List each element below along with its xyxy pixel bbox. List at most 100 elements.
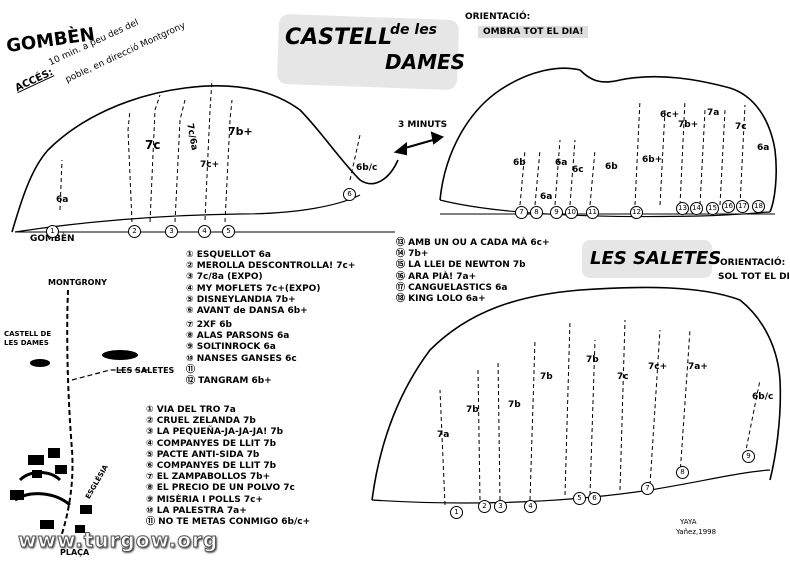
- castell-num-16: 16: [722, 200, 735, 213]
- gomben-grade-5: 7c+: [200, 160, 220, 170]
- gomben-routes: [59, 79, 361, 223]
- castell-grade-10: 7c: [735, 122, 747, 132]
- castell-grade-1: 6b: [513, 158, 526, 168]
- castell-crag: [439, 67, 777, 218]
- list-item: ⑩ LA PALESTRA 7a+: [146, 505, 247, 516]
- castell-grade-7: 6b+: [642, 155, 663, 165]
- map-label-placa: PLAÇA: [60, 548, 90, 557]
- saletes-num-1: 1: [450, 506, 463, 519]
- access-map: [14, 289, 150, 541]
- list-item: ① ESQUELLOT 6a: [186, 250, 271, 260]
- castell-num-7: 7: [515, 206, 528, 219]
- walk-arrow: [393, 131, 445, 156]
- castell-num-13: 13: [676, 202, 689, 215]
- castell-grade-9: 7a: [707, 108, 720, 118]
- castell-grade-11: 6a: [757, 143, 770, 153]
- gomben-num-5: 5: [222, 225, 235, 238]
- castell-num-11: 11: [586, 206, 599, 219]
- castell-grade-6: 6c+: [660, 110, 680, 120]
- gomben-grade-2: 7c: [145, 138, 161, 152]
- castell-orientation-label: ORIENTACIÓ:: [465, 12, 531, 22]
- saletes-num-8: 8: [676, 466, 689, 479]
- castell-num-10: 10: [565, 206, 578, 219]
- castell-route-list-a: ⑦ 2XF 6b ⑧ ALAS PARSONS 6a ⑨ SOLTINROCK …: [186, 320, 297, 387]
- saletes-grade-1: 7a: [437, 430, 450, 440]
- saletes-num-7: 7: [641, 482, 654, 495]
- gomben-village-label: GOMBÈN: [30, 234, 75, 244]
- map-label-saletes: LES SALETES: [116, 366, 175, 375]
- watermark: www.turgow.org: [17, 528, 219, 553]
- list-item: ⑬ AMB UN OU A CADA MÀ 6c+: [396, 238, 550, 248]
- saletes-credit-2: Yañez,1998: [676, 528, 717, 536]
- list-item: ⑪: [186, 364, 196, 375]
- list-item: ⑨ SOLTINROCK 6a: [186, 342, 276, 353]
- saletes-routes: [439, 319, 761, 506]
- castell-grade-4: 6c: [572, 165, 584, 175]
- castell-num-15: 15: [706, 202, 719, 215]
- castell-title-3: DAMES: [385, 50, 466, 74]
- castell-grade-8: 7b+: [678, 120, 699, 130]
- castell-num-9: 9: [550, 206, 563, 219]
- list-item: ⑨ MISÈRIA I POLLS 7c+: [146, 494, 264, 505]
- list-item: ⑩ NANSES GANSES 6c: [186, 353, 297, 364]
- list-item: ⑮ LA LLEI DE NEWTON 7b: [396, 260, 526, 271]
- saletes-grade-7: 7b: [586, 355, 599, 365]
- saletes-grade-5: 7c: [617, 372, 629, 382]
- castell-orientation-value: OMBRA TOT EL DIA!: [478, 26, 589, 38]
- list-item: ③ 7c/8a (EXPO): [186, 272, 263, 283]
- list-item: ⑧ EL PRECIO DE UN POLVO 7c: [146, 483, 295, 494]
- saletes-title: LES SALETES: [590, 248, 722, 269]
- saletes-crag: [371, 286, 782, 504]
- gomben-num-1: 1: [46, 225, 59, 238]
- gomben-num-6: 6: [343, 188, 356, 201]
- saletes-grade-9: 6b/c: [752, 392, 774, 402]
- list-item: ⑫ TANGRAM 6b+: [186, 376, 272, 387]
- saletes-route-list: ① VIA DEL TRO 7a ② CRUEL ZELANDA 7b ③ LA…: [146, 405, 310, 528]
- list-item: ⑧ ALAS PARSONS 6a: [186, 331, 290, 342]
- saletes-orientation-label: ORIENTACIÓ:: [720, 258, 786, 268]
- list-item: ⑯ ARA PIÀ! 7a+: [396, 271, 477, 282]
- gomben-grade-4: 7b+: [228, 125, 253, 138]
- list-item: ③ LA PEQUEÑA-JA-JA-JA! 7b: [146, 427, 284, 438]
- castell-num-14: 14: [690, 202, 703, 215]
- gomben-route-list: ① ESQUELLOT 6a ② MEROLLA DESCONTROLLA! 7…: [186, 250, 355, 317]
- castell-num-18: 18: [752, 200, 765, 213]
- saletes-num-5: 5: [573, 492, 586, 505]
- saletes-grade-6: 7c+: [648, 362, 668, 372]
- saletes-num-2: 2: [478, 500, 491, 513]
- list-item: ⑤ DISNEYLANDIA 7b+: [186, 294, 296, 305]
- saletes-credit-1: YAYA: [680, 518, 697, 526]
- list-item: ⑭ 7b+: [396, 249, 429, 260]
- gomben-grade-6: 6b/c: [356, 163, 378, 173]
- list-item: ⑥ COMPANYES DE LLIT 7b: [146, 461, 277, 472]
- saletes-grade-3: 7b: [508, 400, 521, 410]
- list-item: ① VIA DEL TRO 7a: [146, 405, 236, 415]
- list-item: ⑪ NO TE METAS CONMIGO 6b/c+: [146, 517, 311, 528]
- map-label-castell: CASTELL DE LES DAMES: [4, 330, 52, 347]
- saletes-num-3: 3: [494, 500, 507, 513]
- list-item: ④ MY MOFLETS 7c+(EXPO): [186, 283, 321, 294]
- list-item: ⑦ EL ZAMPABOLLOS 7b+: [146, 472, 271, 483]
- list-item: ④ COMPANYES DE LLIT 7b: [146, 438, 277, 449]
- gomben-num-3: 3: [165, 225, 178, 238]
- list-item: ② MEROLLA DESCONTROLLA! 7c+: [186, 261, 356, 272]
- list-item: ⑰ CANGUELASTICS 6a: [396, 282, 508, 293]
- list-item: ⑦ 2XF 6b: [186, 320, 232, 330]
- castell-title-1: CASTELL: [285, 25, 393, 50]
- map-label-montgrony: MONTGRONY: [48, 278, 107, 287]
- saletes-orientation-value: SOL TOT EL DIA: [718, 272, 790, 282]
- castell-grade-3: 6a: [555, 158, 568, 168]
- castell-grade-5: 6b: [605, 162, 618, 172]
- list-item: ⑥ AVANT de DANSA 6b+: [186, 306, 308, 317]
- castell-grade-2: 6a: [540, 192, 553, 202]
- list-item: ⑱ KING LOLO 6a+: [396, 294, 486, 305]
- castell-route-list-b: ⑬ AMB UN OU A CADA MÀ 6c+ ⑭ 7b+ ⑮ LA LLE…: [396, 238, 550, 305]
- saletes-grade-8: 7a+: [688, 362, 708, 372]
- castell-num-12: 12: [630, 206, 643, 219]
- gomben-num-4: 4: [198, 225, 211, 238]
- gomben-grade-1: 6a: [56, 195, 69, 205]
- walk-label: 3 MINUTS: [398, 120, 448, 130]
- saletes-num-4: 4: [524, 500, 537, 513]
- saletes-num-9: 9: [742, 450, 755, 463]
